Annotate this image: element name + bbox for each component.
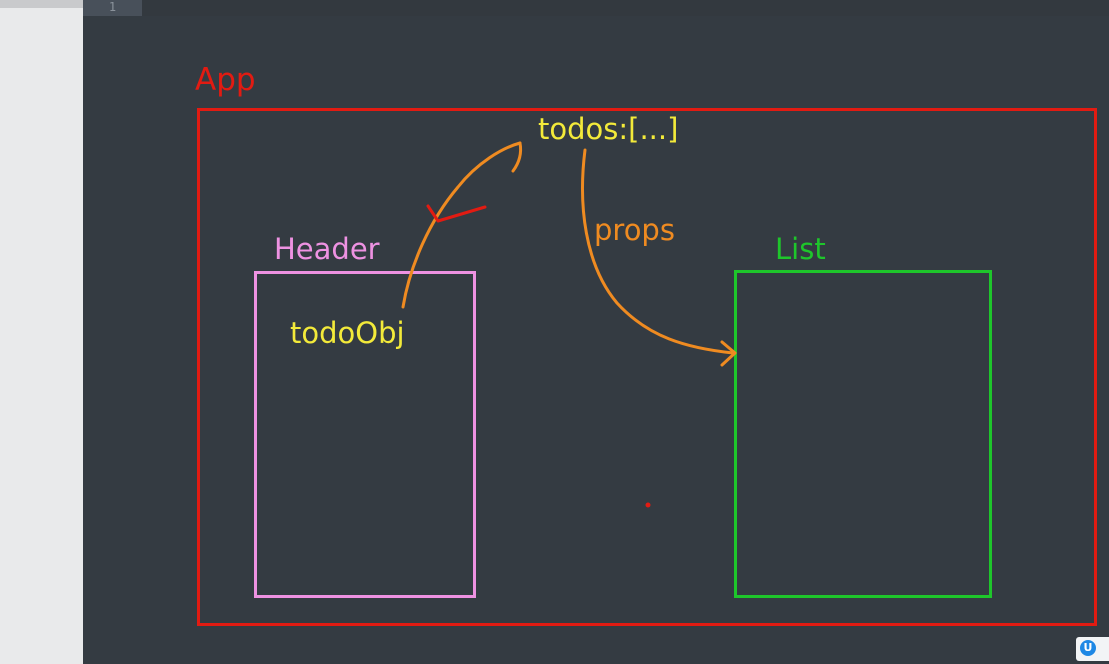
todoobj-label: todoObj xyxy=(290,316,405,350)
props-arrowhead xyxy=(720,340,737,367)
line-number: 1 xyxy=(83,0,142,16)
todos-state-label: todos:[...] xyxy=(538,112,679,146)
gutter-top-bar xyxy=(0,0,83,8)
list-component-box xyxy=(734,270,992,598)
left-gutter xyxy=(0,0,83,664)
upward-arrowhead xyxy=(511,141,523,173)
props-arrow-stroke xyxy=(581,148,735,355)
corner-badge[interactable]: U xyxy=(1076,637,1109,661)
red-check-mark xyxy=(426,204,487,223)
upward-arrow-stroke xyxy=(401,141,522,309)
header-component-box xyxy=(254,271,476,598)
app-component-box xyxy=(197,108,1097,626)
list-label: List xyxy=(775,232,826,266)
props-label: props xyxy=(594,213,675,247)
app-label: App xyxy=(195,62,256,98)
pointer-dot xyxy=(645,502,651,508)
u-badge-icon: U xyxy=(1080,640,1096,656)
header-label: Header xyxy=(274,232,380,266)
